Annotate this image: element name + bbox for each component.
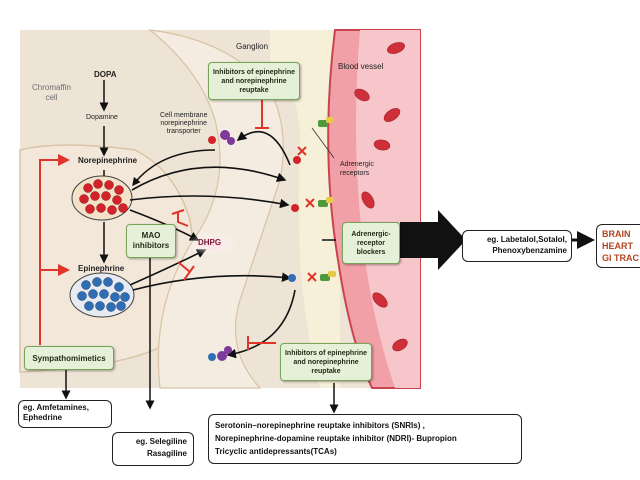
release-arrow-ne-1: [131, 166, 287, 191]
adrenergic-receptors-label: Adrenergic receptors: [340, 161, 374, 177]
dhpg-label: DHPG: [198, 238, 222, 247]
release-arrow-epi-1: [132, 272, 292, 291]
red-blood-cell: [387, 42, 405, 54]
norepinephrine-transporter-bottom: [217, 346, 232, 361]
synaptic-region: [270, 30, 340, 388]
adrenergic-blockers-text: Adrenergic- receptor blockers: [351, 230, 391, 256]
adrenergic-blockers-box: Adrenergic- receptor blockers: [342, 222, 400, 264]
mao-inhibitors-text: MAO inhibitors: [132, 231, 170, 250]
red-blood-cell: [372, 292, 388, 308]
sympathomimetics-examples: eg. Amfetamines, Ephedrine: [18, 400, 112, 428]
transporter-to-cluster-arrow: [132, 149, 216, 187]
ganglion-label: Ganglion: [236, 42, 269, 51]
inhibitors-top-box: Inhibitors of epinephrine and norepineph…: [208, 62, 300, 100]
dhpg-glow: [188, 232, 236, 256]
sympathomimetics-box: Sympathomimetics: [24, 346, 114, 370]
mao-inhibitors-box: MAO inhibitors: [126, 224, 176, 258]
inhibition-lines: [171, 100, 276, 350]
reuptake-arrow-bottom: [226, 289, 296, 359]
red-blood-cell: [383, 108, 401, 122]
norepinephrine-vesicles: [79, 179, 128, 215]
red-blood-cell: [354, 88, 370, 102]
inhibitors-bottom-box: Inhibitors of epinephrine and norepineph…: [280, 343, 372, 381]
red-blood-cell: [392, 338, 408, 352]
dopamine-label: Dopamine: [86, 114, 118, 121]
blood-vessel-lumen: [356, 30, 420, 388]
chromaffin-cell-label: Chromaffin cell: [32, 83, 71, 102]
norepinephrine-transporter-top: [220, 130, 235, 145]
dopa-label: DOPA: [94, 70, 117, 79]
blocker-examples: eg. Labetalol,Sotalol, Phenoxybenzamine: [462, 230, 572, 262]
block-x-marks: [297, 146, 317, 282]
red-blood-cell: [361, 191, 375, 209]
norepinephrine-label: Norepinephrine: [78, 156, 138, 165]
inhibitors-bottom-text: Inhibitors of epinephrine and norepineph…: [284, 349, 368, 375]
target-organs-box: BRAIN HEART GI TRAC: [596, 224, 640, 268]
leader-lines: [61, 239, 339, 414]
transporter-label: Cell membrane norepinephrine transporter: [160, 112, 208, 135]
adrenergic-receptor: [318, 197, 334, 207]
reuptake-examples: Serotonin–norepinephrine reuptake inhibi…: [208, 414, 522, 464]
blocker-big-arrow: [400, 210, 466, 270]
red-blood-cell: [373, 139, 391, 151]
blood-vessel-label: Blood vessel: [338, 62, 384, 71]
sympathomimetics-text: Sympathomimetics: [32, 353, 106, 363]
adrenergic-receptor: [318, 117, 334, 127]
adrenergic-receptor: [320, 271, 336, 281]
release-arrow-ne-2: [129, 195, 290, 209]
reuptake-arrow-top: [236, 130, 291, 166]
inhibitors-top-text: Inhibitors of epinephrine and norepineph…: [212, 68, 296, 94]
sympathomimetics-arrows: [39, 154, 70, 345]
epinephrine-label: Epinephrine: [78, 264, 125, 273]
epinephrine-vesicles: [77, 277, 130, 312]
mao-examples: eg. Selegiline Rasagiline: [112, 432, 194, 466]
